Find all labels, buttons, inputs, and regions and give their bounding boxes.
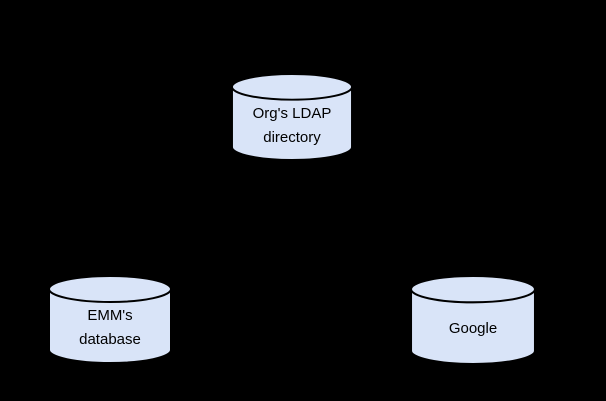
- db-node-label-line: directory: [263, 128, 321, 146]
- db-node-google: Google: [410, 275, 536, 365]
- db-node-label: Org's LDAP directory: [231, 98, 353, 154]
- db-node-emms-database: EMM's database: [48, 275, 172, 364]
- db-node-label: EMM's database: [48, 300, 172, 357]
- db-node-label-line: EMM's: [87, 307, 133, 325]
- database-cylinder-icon: [231, 73, 353, 161]
- database-cylinder-icon: [410, 275, 536, 365]
- database-cylinder-icon: [48, 275, 172, 364]
- db-node-label-line: database: [79, 331, 141, 349]
- db-node-orgs-ldap-directory: Org's LDAP directory: [231, 73, 353, 161]
- db-node-label: Google: [410, 300, 536, 358]
- db-node-label-line: Org's LDAP: [252, 104, 332, 122]
- db-node-label-line: Google: [448, 320, 498, 337]
